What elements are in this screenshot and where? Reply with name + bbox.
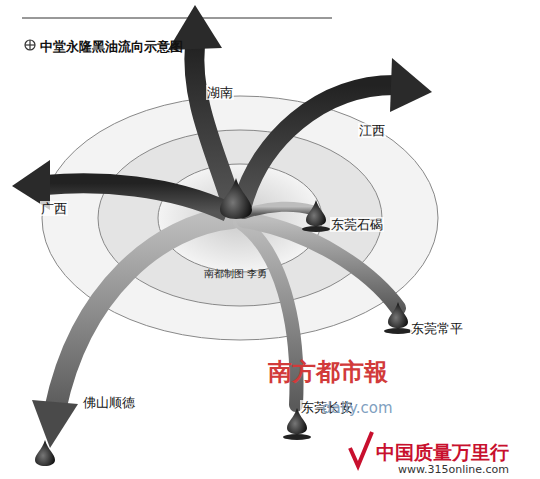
watermark: 南方都市報 bbox=[268, 356, 388, 388]
title-text: 中堂永隆黑油流向示意图 bbox=[40, 38, 183, 56]
destination-label: 广西 bbox=[40, 198, 68, 218]
place-name: 湖南 bbox=[206, 85, 234, 100]
place-name: 江西 bbox=[358, 123, 386, 138]
watermark: 中国质量万里行 bbox=[376, 440, 509, 466]
place-name: 广西 bbox=[40, 201, 68, 216]
watermark: daily.com bbox=[322, 399, 393, 417]
destination-label: 江西 bbox=[358, 120, 386, 140]
place-name: 东莞石碣 bbox=[330, 217, 384, 232]
destination-label: 佛山顺德 bbox=[82, 392, 136, 412]
place-name: 东莞常平 bbox=[410, 321, 464, 336]
watermark-url: www.315online.com bbox=[398, 463, 509, 476]
destination-label: 东莞常平 bbox=[410, 318, 464, 338]
watermark-url: www.315online.com bbox=[398, 458, 509, 477]
title: 中堂永隆黑油流向示意图 bbox=[40, 36, 183, 56]
watermark: 南方都市報 bbox=[268, 356, 388, 388]
watermark: 中国质量万里行 bbox=[376, 440, 509, 466]
credit-text: 南都制图 李勇 bbox=[204, 267, 267, 281]
destination-label: 东莞石碣 bbox=[330, 214, 384, 234]
watermark: daily.com bbox=[322, 398, 393, 417]
credit-text: 南都制图 李勇 bbox=[204, 262, 267, 281]
destination-label: 湖南 bbox=[206, 82, 234, 102]
place-name: 佛山顺德 bbox=[82, 395, 136, 410]
title-icon bbox=[25, 40, 35, 50]
